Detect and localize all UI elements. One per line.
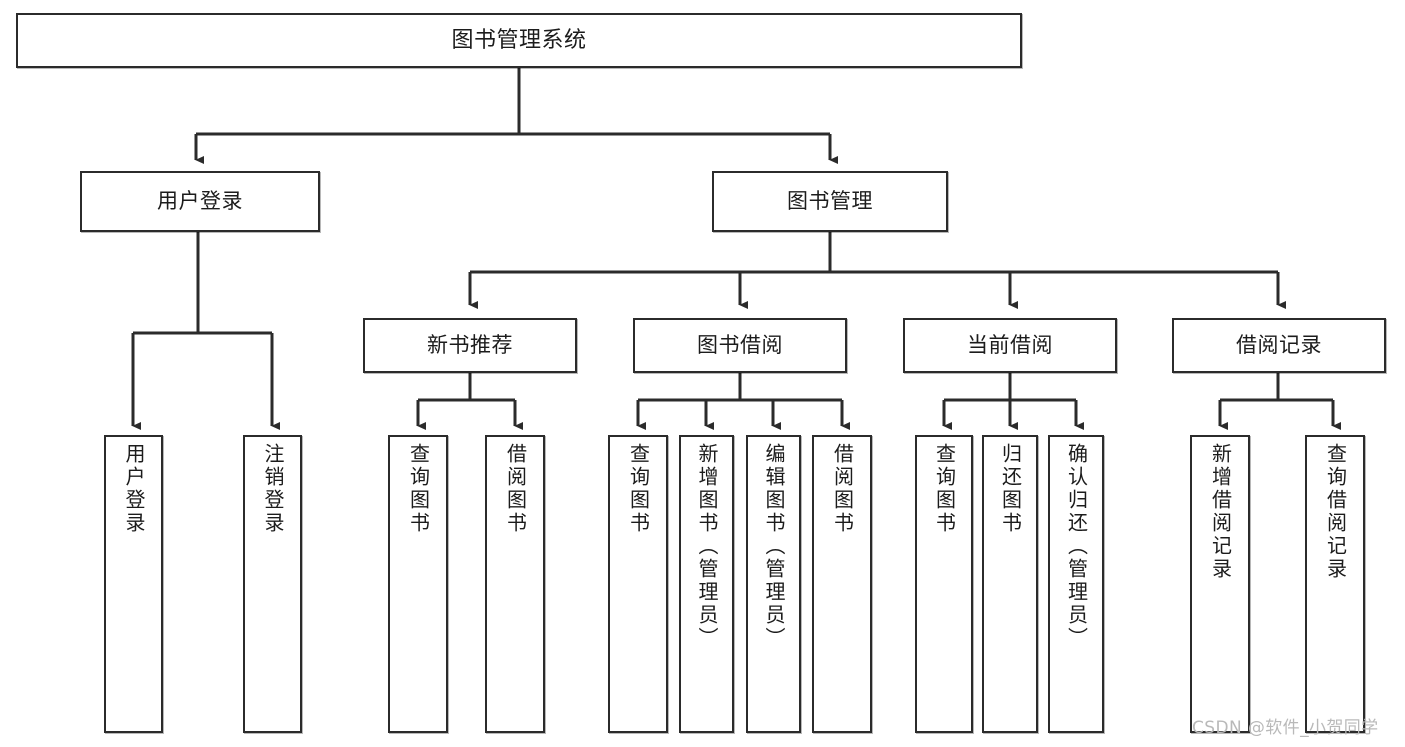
- node-label: 借阅图书: [830, 443, 855, 535]
- node-label: 用户登录: [122, 443, 146, 535]
- node-label: 借阅图书: [503, 443, 528, 535]
- node-user-login[interactable]: 用户登录: [80, 171, 320, 232]
- node-label: 当前借阅: [967, 333, 1053, 358]
- node-label: 新书推荐: [427, 333, 513, 358]
- node-label: 查询借阅记录: [1323, 443, 1348, 581]
- leaf-current-return-book[interactable]: 归还图书: [982, 435, 1038, 733]
- node-label: 用户登录: [157, 189, 243, 214]
- leaf-record-add-record[interactable]: 新增借阅记录: [1190, 435, 1250, 733]
- leaf-recommend-query-book[interactable]: 查询图书: [388, 435, 448, 733]
- node-borrow-record[interactable]: 借阅记录: [1172, 318, 1386, 373]
- leaf-user-login-login[interactable]: 用户登录: [104, 435, 163, 733]
- node-label: 图书管理系统: [451, 27, 587, 53]
- leaf-record-query-record[interactable]: 查询借阅记录: [1305, 435, 1365, 733]
- node-label: 确认归还（管理员）: [1064, 443, 1089, 650]
- node-new-book-recommend[interactable]: 新书推荐: [363, 318, 577, 373]
- leaf-current-query-book[interactable]: 查询图书: [915, 435, 973, 733]
- node-label: 查询图书: [626, 443, 651, 535]
- node-book-borrow[interactable]: 图书借阅: [633, 318, 847, 373]
- node-book-management[interactable]: 图书管理: [712, 171, 948, 232]
- leaf-borrow-borrow-book[interactable]: 借阅图书: [812, 435, 872, 733]
- node-label: 图书管理: [787, 189, 873, 214]
- leaf-current-confirm-return-admin[interactable]: 确认归还（管理员）: [1048, 435, 1104, 733]
- node-label: 编辑图书（管理员）: [762, 443, 786, 650]
- leaf-recommend-borrow-book[interactable]: 借阅图书: [485, 435, 545, 733]
- node-label: 查询图书: [406, 443, 431, 535]
- node-current-borrow[interactable]: 当前借阅: [903, 318, 1117, 373]
- node-label: 图书借阅: [697, 333, 783, 358]
- node-label: 新增借阅记录: [1208, 443, 1233, 581]
- node-label: 借阅记录: [1236, 333, 1322, 358]
- leaf-borrow-query-book[interactable]: 查询图书: [608, 435, 668, 733]
- node-label: 归还图书: [998, 443, 1023, 535]
- node-label: 注销登录: [261, 443, 285, 535]
- leaf-user-login-logout[interactable]: 注销登录: [243, 435, 302, 733]
- node-root-system[interactable]: 图书管理系统: [16, 13, 1022, 68]
- node-label: 查询图书: [932, 443, 957, 535]
- leaf-borrow-edit-book-admin[interactable]: 编辑图书（管理员）: [746, 435, 801, 733]
- leaf-borrow-add-book-admin[interactable]: 新增图书（管理员）: [679, 435, 734, 733]
- node-label: 新增图书（管理员）: [695, 443, 719, 650]
